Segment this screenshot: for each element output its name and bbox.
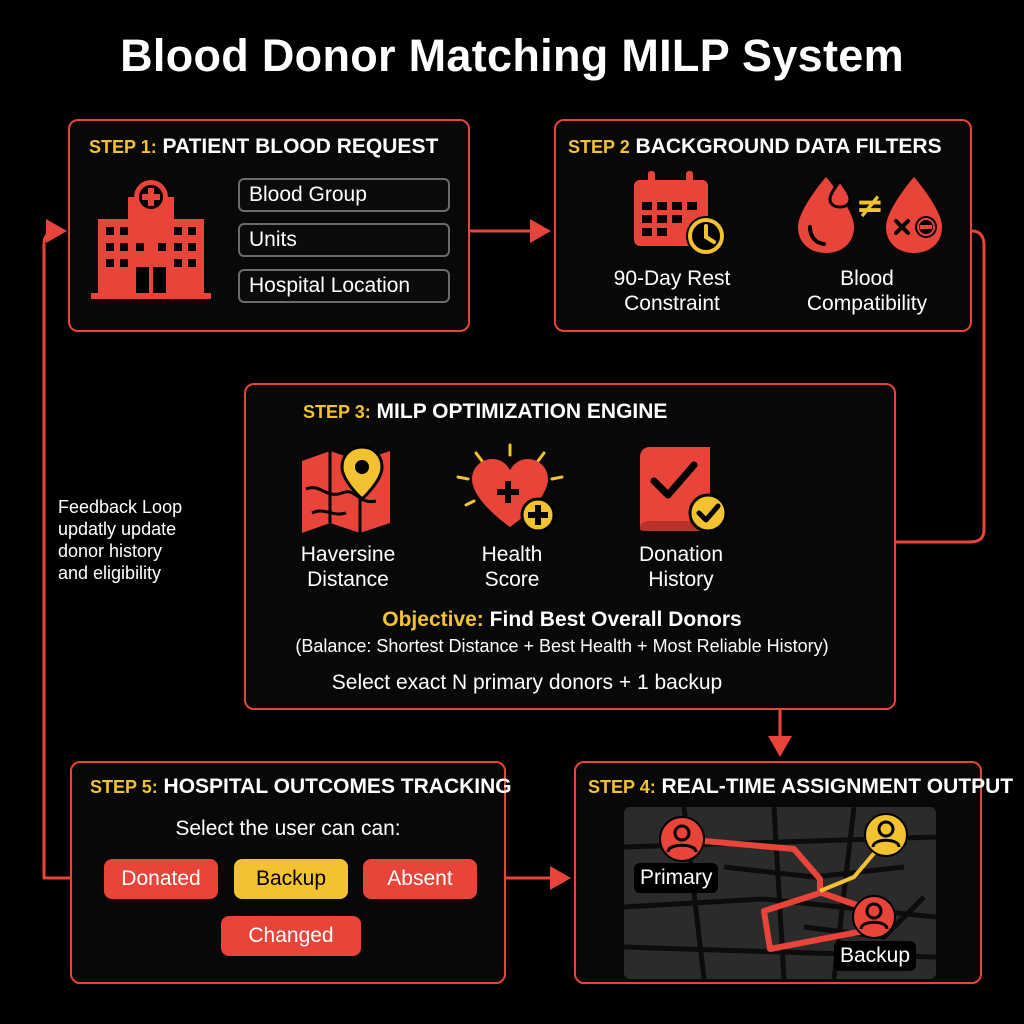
step1-card: STEP 1: PATIENT BLOOD REQUEST Blood Grou… — [68, 119, 470, 332]
objective: Objective: Find Best Overall Donors — [246, 608, 878, 632]
changed-button[interactable]: Changed — [221, 916, 361, 956]
rest-constraint-line1: 90-Day Rest — [613, 267, 731, 290]
haversine-distance-label: Haversine Distance — [268, 542, 428, 592]
donation-history-line1: Donation — [638, 543, 724, 566]
donation-history-line2: History — [648, 568, 714, 591]
arrow-step2-to-step3 — [787, 229, 986, 554]
donated-button[interactable]: Donated — [104, 859, 218, 899]
donation-history-label: Donation History — [601, 542, 761, 592]
book-check-icon — [640, 447, 728, 533]
backup-button[interactable]: Backup — [234, 859, 348, 899]
page-title: Blood Donor Matching MILP System — [120, 30, 904, 81]
step4-card: STEP 4: REAL-TIME ASSIGNMENT OUTPUT — [574, 761, 1013, 984]
step2-title: BACKGROUND DATA FILTERS — [635, 135, 942, 158]
step3-card: STEP 3: MILP OPTIMIZATION ENGINE — [244, 383, 896, 710]
feedback-loop-caption: Feedback Loop updatly update donor histo… — [58, 496, 228, 584]
blood-compatibility-line1: Blood — [840, 267, 894, 290]
primary-label: Primary — [634, 863, 719, 893]
objective-text: Find Best Overall Donors — [489, 608, 742, 631]
hospital-icon — [91, 180, 211, 299]
step4-heading: STEP 4: REAL-TIME ASSIGNMENT OUTPUT — [588, 775, 1013, 799]
heart-plus-icon — [456, 443, 564, 533]
health-score-line2: Score — [484, 568, 540, 591]
absent-button[interactable]: Absent — [363, 859, 477, 899]
step3-heading: STEP 3: MILP OPTIMIZATION ENGINE — [303, 400, 667, 424]
hospital-location-field[interactable]: Hospital Location — [238, 269, 450, 303]
health-score-label: Health Score — [432, 542, 592, 592]
rest-constraint-line2: Constraint — [624, 292, 720, 315]
outcome-prompt: Select the user can can: — [175, 817, 401, 840]
arrow-feedback-loop — [42, 219, 70, 880]
blood-compatibility-label: Blood Compatibility — [782, 266, 952, 316]
selection-rule: Select exact N primary donors + 1 backup — [331, 671, 723, 694]
second-donor-icon — [864, 813, 908, 857]
health-score-line1: Health — [481, 543, 543, 566]
step3-title: MILP OPTIMIZATION ENGINE — [376, 400, 668, 423]
step2-card: STEP 2 BACKGROUND DATA FILTERS ≠ 90-Day … — [554, 119, 972, 332]
primary-donor-icon — [659, 816, 705, 862]
step3-number: STEP 3: — [303, 402, 371, 422]
blood-compatibility-line2: Compatibility — [806, 292, 928, 315]
step5-title: HOSPITAL OUTCOMES TRACKING — [163, 775, 512, 798]
feedback-line3: donor history — [58, 541, 163, 561]
step1-number: STEP 1: — [89, 137, 157, 157]
blood-compatibility-icon: ≠ — [798, 177, 942, 253]
step2-heading: STEP 2 BACKGROUND DATA FILTERS — [568, 135, 942, 159]
step2-number: STEP 2 — [568, 137, 630, 157]
step1-heading: STEP 1: PATIENT BLOOD REQUEST — [89, 135, 438, 159]
rest-constraint-label: 90-Day Rest Constraint — [582, 266, 762, 316]
step4-number: STEP 4: — [588, 777, 656, 797]
svg-text:≠: ≠ — [856, 186, 885, 226]
haversine-line2: Distance — [307, 568, 389, 591]
objective-label: Objective: — [382, 608, 484, 631]
calendar-clock-icon — [634, 171, 726, 256]
feedback-line2: updatly update — [58, 519, 177, 539]
feedback-line4: and eligibility — [58, 563, 162, 583]
haversine-line1: Haversine — [300, 543, 396, 566]
feedback-line1: Feedback Loop — [58, 497, 183, 517]
step5-card: STEP 5: HOSPITAL OUTCOMES TRACKING Selec… — [70, 761, 512, 984]
map-pin-icon — [302, 445, 390, 533]
step1-title: PATIENT BLOOD REQUEST — [162, 135, 439, 158]
objective-balance: (Balance: Shortest Distance + Best Healt… — [295, 636, 829, 656]
step5-heading: STEP 5: HOSPITAL OUTCOMES TRACKING — [90, 775, 512, 799]
units-field[interactable]: Units — [238, 223, 450, 257]
backup-donor-icon — [852, 895, 896, 939]
step5-number: STEP 5: — [90, 777, 158, 797]
step4-title: REAL-TIME ASSIGNMENT OUTPUT — [661, 775, 1014, 798]
backup-label: Backup — [834, 941, 917, 971]
blood-group-field[interactable]: Blood Group — [238, 178, 450, 212]
